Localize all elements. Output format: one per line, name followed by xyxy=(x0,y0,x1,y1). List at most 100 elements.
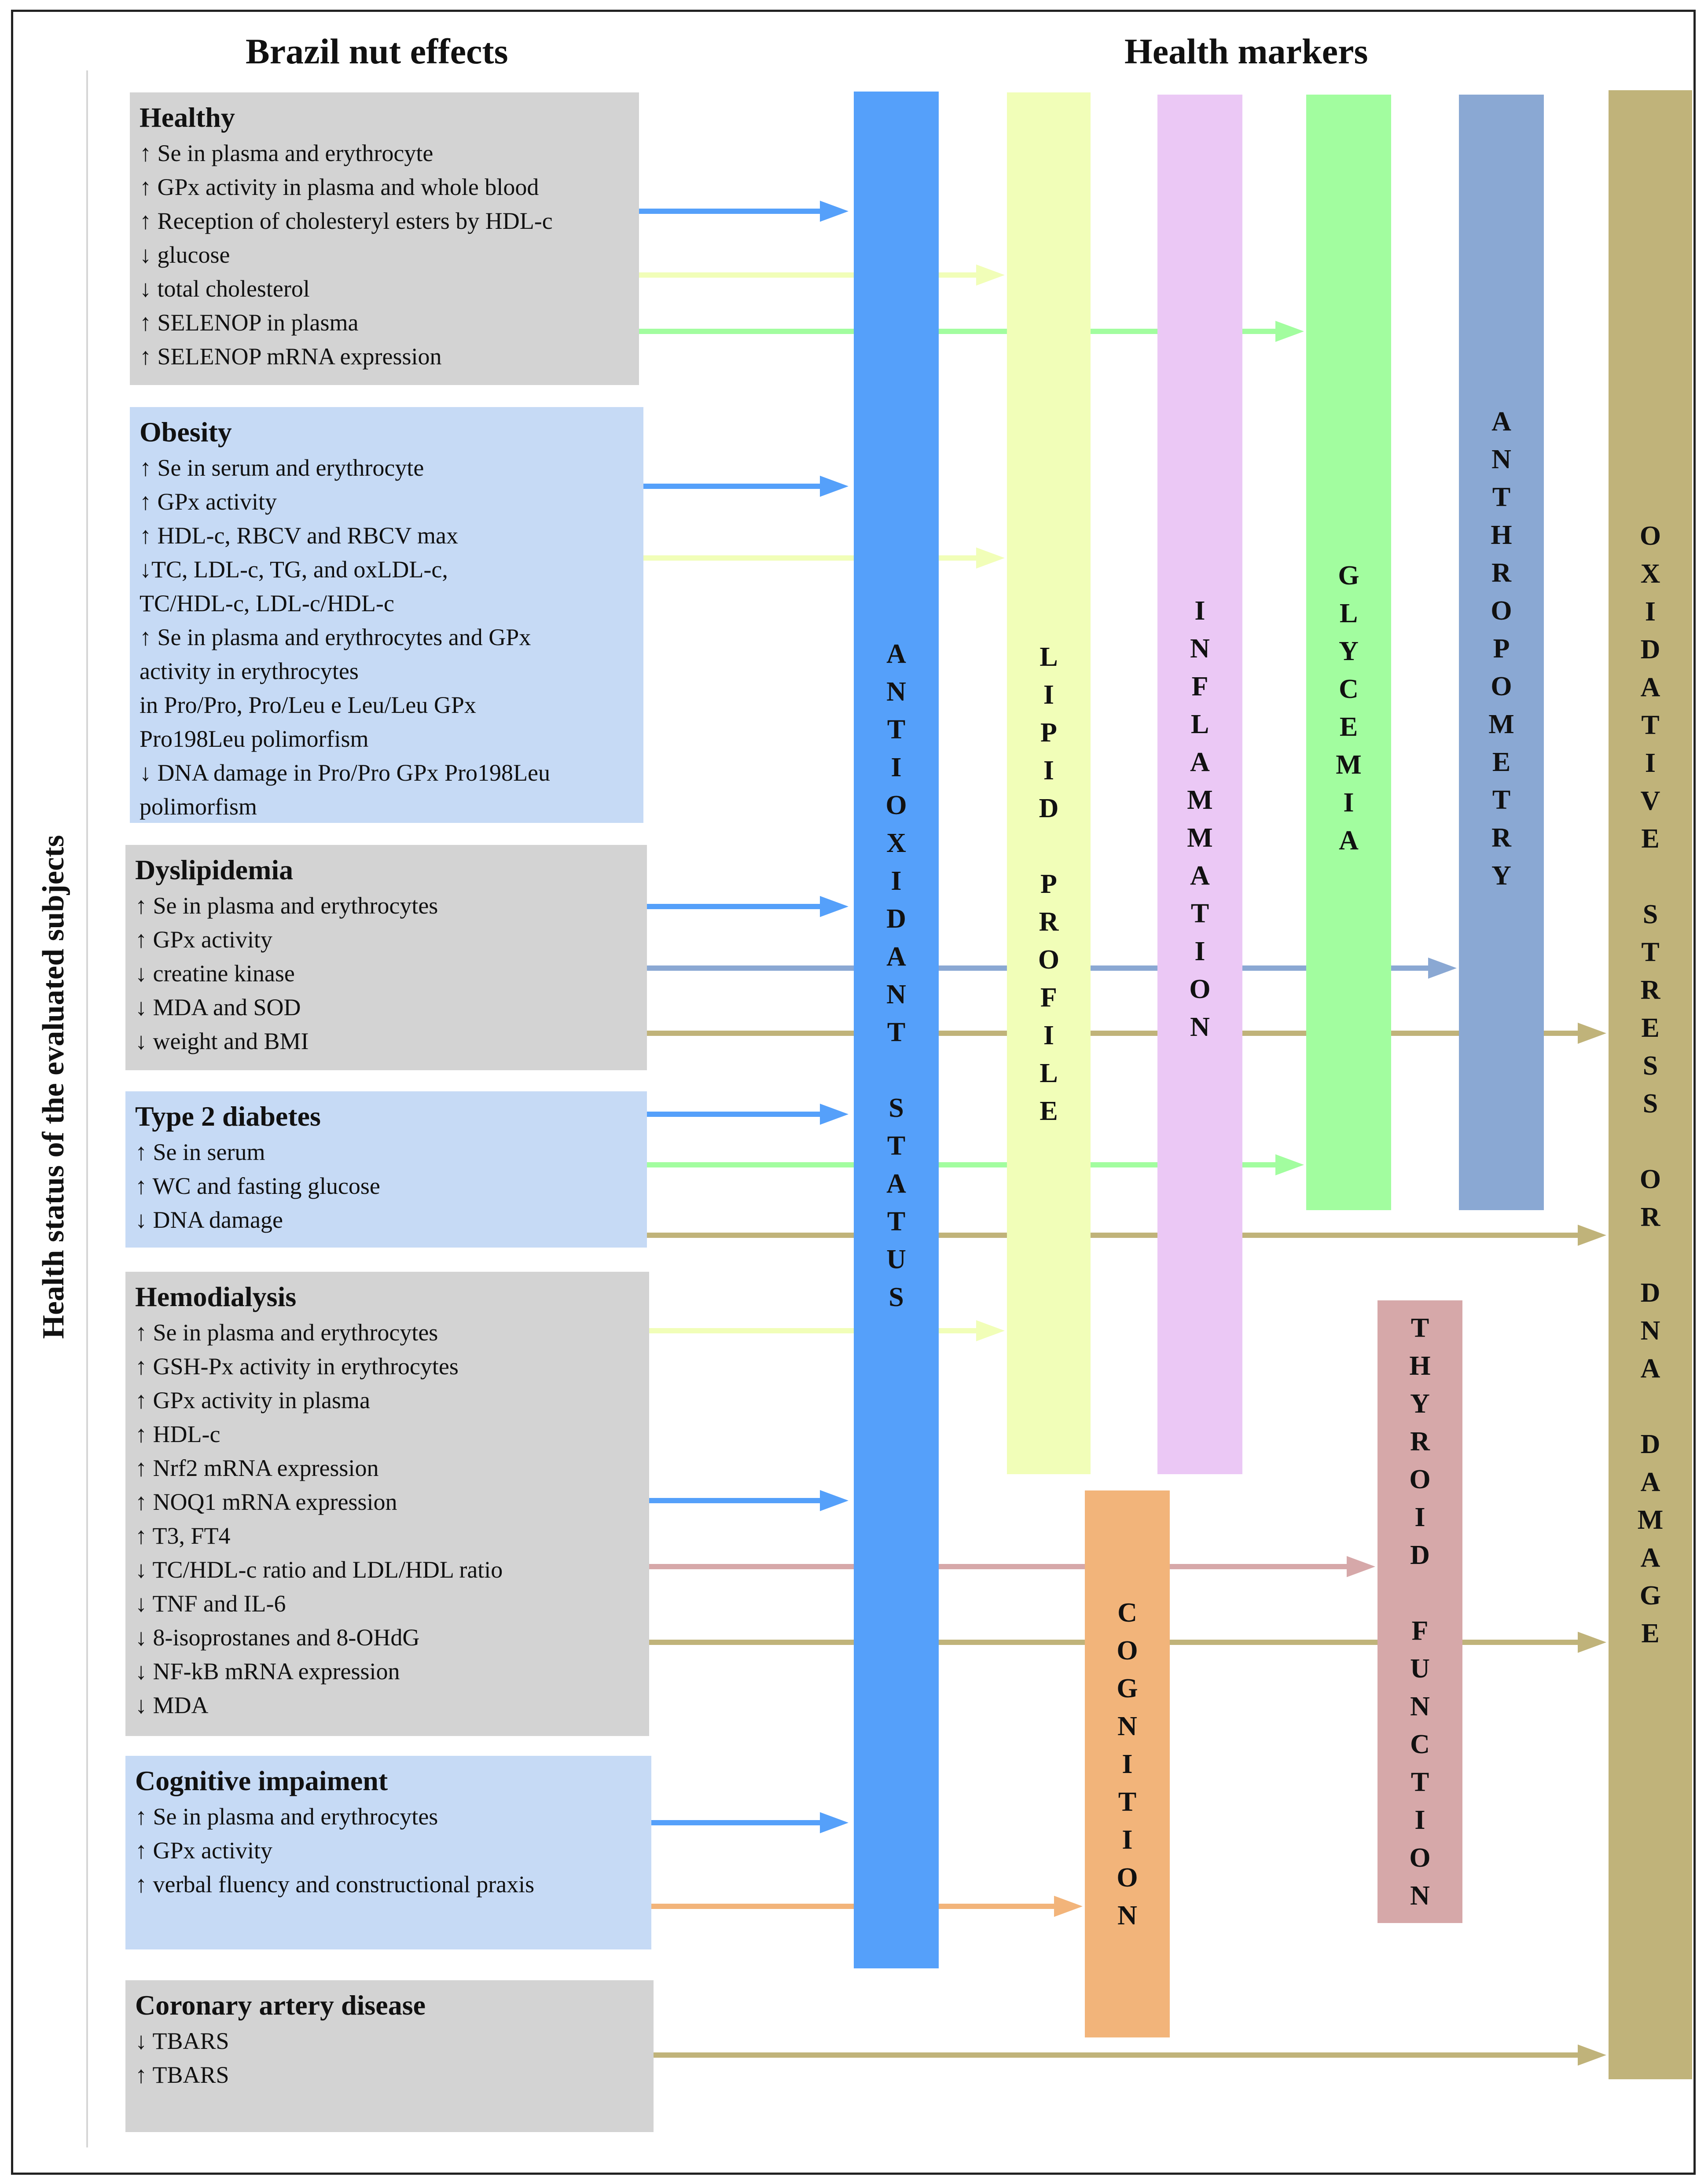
marker-letter: V xyxy=(1640,786,1660,816)
marker-letter: N xyxy=(1640,1316,1660,1346)
group-title-dyslipidemia: Dyslipidemia xyxy=(135,854,294,885)
marker-letter: O xyxy=(1639,1164,1661,1194)
effect-line: ↓ total cholesterol xyxy=(140,275,310,302)
group-box-obesity: Obesity ↑ Se in serum and erythrocyte ↑ G… xyxy=(130,407,643,823)
effect-line: ↓TC, LDL-c, TG, and oxLDL-c, xyxy=(140,556,448,583)
effect-line: ↑ Se in serum and erythrocyte xyxy=(140,455,424,481)
marker-letter: T xyxy=(1641,710,1660,740)
marker-letter: A xyxy=(1640,1467,1660,1497)
left-divider xyxy=(86,70,88,2147)
effect-line: ↓ TC/HDL-c ratio and LDL/HDL ratio xyxy=(135,1556,503,1583)
marker-letter: O xyxy=(1189,974,1211,1004)
marker-letter: D xyxy=(886,904,906,934)
marker-letter: O xyxy=(1639,521,1661,551)
effect-line: ↑ Se in plasma and erythrocytes xyxy=(135,1319,438,1346)
group-title-coronary-artery-disease: Coronary artery disease xyxy=(135,1989,426,2021)
marker-letter: E xyxy=(1641,1013,1660,1043)
marker-letter: M xyxy=(1336,750,1362,780)
effect-line: ↑ GPx activity in plasma and whole blood xyxy=(140,174,539,200)
effect-line: ↑ T3, FT4 xyxy=(135,1523,231,1549)
marker-letter: O xyxy=(1491,596,1512,626)
marker-letter: I xyxy=(1194,596,1205,626)
marker-letter: G xyxy=(1639,1581,1661,1611)
marker-letter: T xyxy=(1492,785,1511,815)
marker-letter: R xyxy=(1039,907,1059,937)
arrowhead-glycemia xyxy=(1275,1154,1304,1175)
effect-line: ↑ GPx activity xyxy=(140,488,277,515)
marker-letter: I xyxy=(1043,756,1054,786)
marker-letter: F xyxy=(1040,983,1057,1013)
arrowhead-oxidative xyxy=(1578,2045,1606,2066)
marker-letter: D xyxy=(1410,1540,1430,1570)
marker-letter: D xyxy=(1039,793,1059,823)
marker-letter: T xyxy=(1190,899,1209,929)
marker-letter: A xyxy=(1640,672,1660,702)
marker-letter: I xyxy=(1194,936,1205,966)
marker-letter: N xyxy=(1410,1691,1430,1722)
arrowhead-lipid xyxy=(976,264,1005,286)
marker-letter: T xyxy=(887,1207,906,1237)
arrowhead-antioxidant xyxy=(820,1490,848,1511)
marker-letter: G xyxy=(1338,561,1359,591)
effect-line: ↓ NF-kB mRNA expression xyxy=(135,1658,400,1685)
marker-letter: O xyxy=(1491,672,1512,701)
marker-letter: O xyxy=(1117,1635,1138,1666)
marker-letter: T xyxy=(1410,1767,1429,1797)
marker-letter: I xyxy=(1414,1502,1425,1532)
marker-letter: I xyxy=(1122,1824,1133,1855)
marker-letter: S xyxy=(889,1093,904,1123)
marker-letter: F xyxy=(1191,672,1208,701)
group-title-obesity: Obesity xyxy=(140,416,232,448)
marker-letter: I xyxy=(1043,1020,1054,1050)
group-box-cognitive-impaiment: Cognitive impaiment ↑ Se in plasma and e… xyxy=(125,1756,651,1949)
arrowhead-oxidative xyxy=(1578,1023,1606,1044)
marker-letter: L xyxy=(1039,642,1058,672)
marker-letter: A xyxy=(1640,1354,1660,1384)
marker-letter: H xyxy=(1491,520,1512,550)
effect-line: ↑ Se in plasma and erythrocytes and GPx xyxy=(140,624,531,650)
group-title-type-2-diabetes: Type 2 diabetes xyxy=(135,1101,321,1132)
marker-letter: S xyxy=(1642,1051,1658,1081)
marker-letter: C xyxy=(1339,674,1359,704)
marker-letter: E xyxy=(1641,1619,1660,1648)
effect-line: TC/HDL-c, LDL-c/HDL-c xyxy=(140,590,394,617)
marker-letter: A xyxy=(1640,1543,1660,1573)
marker-letter: T xyxy=(887,1131,906,1161)
effect-line: ↓ MDA xyxy=(135,1692,209,1718)
marker-letter: E xyxy=(1339,712,1358,742)
effect-line: ↓ 8-isoprostanes and 8-OHdG xyxy=(135,1624,420,1651)
marker-letter: Y xyxy=(1491,861,1511,891)
marker-letter: D xyxy=(1640,1429,1660,1459)
effect-line: in Pro/Pro, Pro/Leu e Leu/Leu GPx xyxy=(140,692,476,718)
marker-letter: M xyxy=(1187,823,1213,853)
marker-letter: L xyxy=(1190,709,1209,739)
effect-line: activity in erythrocytes xyxy=(140,658,359,684)
marker-letter: C xyxy=(1410,1729,1430,1759)
marker-letter: I xyxy=(1414,1805,1425,1835)
marker-letter: E xyxy=(1641,824,1660,854)
marker-letter: S xyxy=(889,1282,904,1312)
marker-letter: R xyxy=(1640,975,1660,1005)
marker-letter: I xyxy=(1343,788,1354,818)
marker-letter: A xyxy=(886,639,906,669)
marker-letter: T xyxy=(1118,1787,1137,1817)
marker-letter: N xyxy=(1117,1711,1137,1741)
marker-letter: T xyxy=(1492,482,1511,512)
marker-letter: T xyxy=(887,1017,906,1047)
effect-line: ↓ TNF and IL-6 xyxy=(135,1590,286,1617)
marker-letter: A xyxy=(1339,826,1359,855)
marker-letter: R xyxy=(1410,1426,1430,1457)
effect-line: ↓ DNA damage xyxy=(135,1207,283,1233)
marker-letter: A xyxy=(1190,747,1210,777)
effect-line: ↓ DNA damage in Pro/Pro GPx Pro198Leu xyxy=(140,760,550,786)
